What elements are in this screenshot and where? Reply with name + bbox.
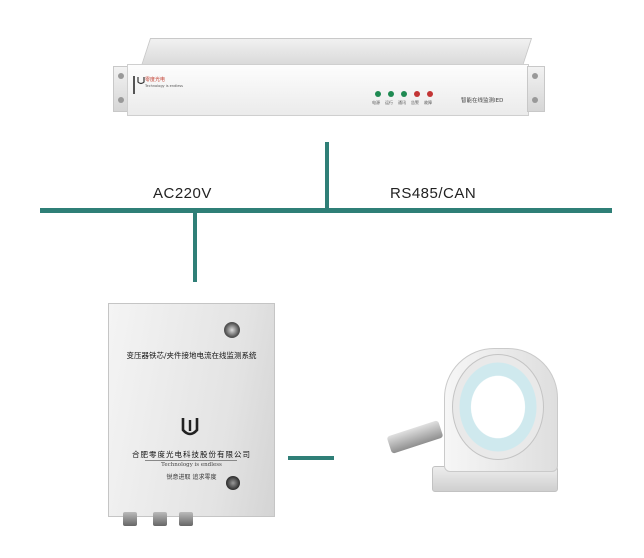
led-caption-run: 运行	[385, 100, 393, 105]
cable-gland-icon	[123, 512, 137, 526]
led-caption-fault: 故障	[424, 100, 432, 105]
cabinet-connector-icon	[226, 476, 240, 490]
sensor-connector-icon	[386, 420, 444, 454]
rack-front-panel	[127, 64, 529, 116]
connector-sensor	[288, 456, 334, 460]
cabinet-divider	[145, 460, 237, 461]
connector-vertical-bottom	[193, 212, 197, 282]
cabinet-motto: 锐意进取 追求零度	[166, 474, 217, 481]
led-alarm	[414, 91, 420, 97]
cabinet-title: 变压器铁芯/夹件接地电流在线监测系统	[126, 351, 257, 360]
led-caption-comm: 通讯	[398, 100, 406, 105]
cabinet-slogan: Technology is endless	[161, 462, 222, 468]
led-comm	[401, 91, 407, 97]
rack-logo-icon	[137, 77, 145, 85]
power-label: AC220V	[153, 185, 212, 202]
cable-gland-icon	[153, 512, 167, 526]
cable-gland-icon	[179, 512, 193, 526]
led-caption-alarm: 告警	[411, 100, 419, 105]
rack-model-label: 智能在线监测IED	[461, 98, 504, 104]
rack-brand: 零度光电	[145, 77, 166, 83]
connector-bus	[40, 208, 612, 213]
cabinet-lock-icon	[224, 322, 240, 338]
connector-vertical-top	[325, 142, 329, 212]
rack-brand-sub: Technology is endless	[145, 84, 183, 88]
led-caption-power: 电源	[372, 100, 380, 105]
led-power	[375, 91, 381, 97]
rack-handle	[133, 76, 135, 94]
monitoring-cabinet: 变压器铁芯/夹件接地电流在线监测系统 合肥零度光电科技股份有限公司 Techno…	[108, 303, 275, 526]
comm-label: RS485/CAN	[390, 185, 477, 202]
cabinet-logo-icon	[181, 418, 199, 436]
rack-monitoring-unit: 零度光电 Technology is endless 电源 运行 通讯 告警 故…	[113, 38, 545, 120]
current-sensor	[384, 348, 558, 498]
led-fault	[427, 91, 433, 97]
rack-top-panel	[141, 38, 533, 66]
led-run	[388, 91, 394, 97]
sensor-ring	[452, 354, 544, 460]
rack-ear-right	[527, 66, 545, 112]
cabinet-company: 合肥零度光电科技股份有限公司	[132, 450, 251, 459]
